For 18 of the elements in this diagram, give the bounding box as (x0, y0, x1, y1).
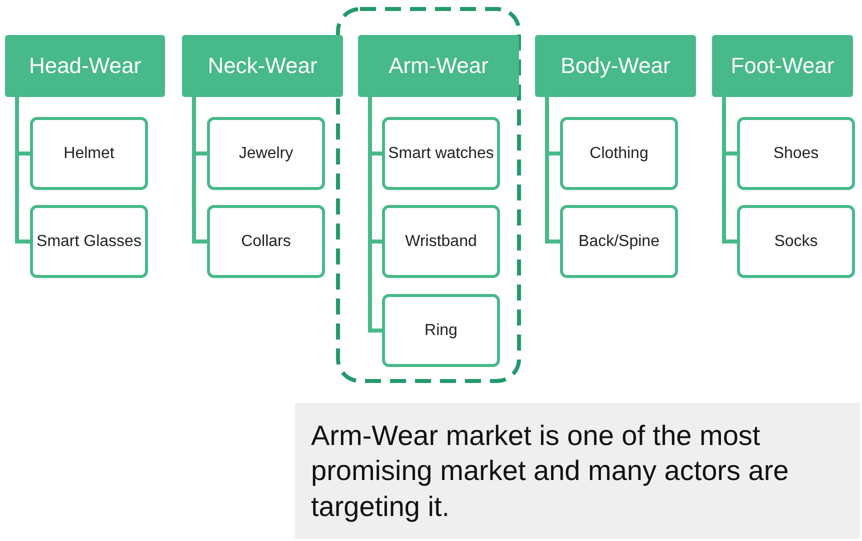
category-header: Foot-Wear (712, 35, 853, 97)
item-box: Smart watches (382, 117, 500, 190)
item-box: Jewelry (207, 117, 325, 190)
category-header: Head-Wear (5, 35, 165, 97)
item-box: Socks (737, 205, 855, 278)
item-box: Wristband (382, 205, 500, 278)
item-box: Ring (382, 294, 500, 367)
note-box: Arm-Wear market is one of the most promising market and many actors are targeting it. (295, 403, 860, 539)
item-box: Helmet (30, 117, 148, 190)
item-box: Clothing (560, 117, 678, 190)
item-box: Back/Spine (560, 205, 678, 278)
connector-line (368, 97, 382, 332)
item-box: Shoes (737, 117, 855, 190)
category-header: Body-Wear (535, 35, 696, 97)
item-box: Smart Glasses (30, 205, 148, 278)
item-box: Collars (207, 205, 325, 278)
category-header: Neck-Wear (182, 35, 343, 97)
category-header: Arm-Wear (358, 35, 519, 97)
